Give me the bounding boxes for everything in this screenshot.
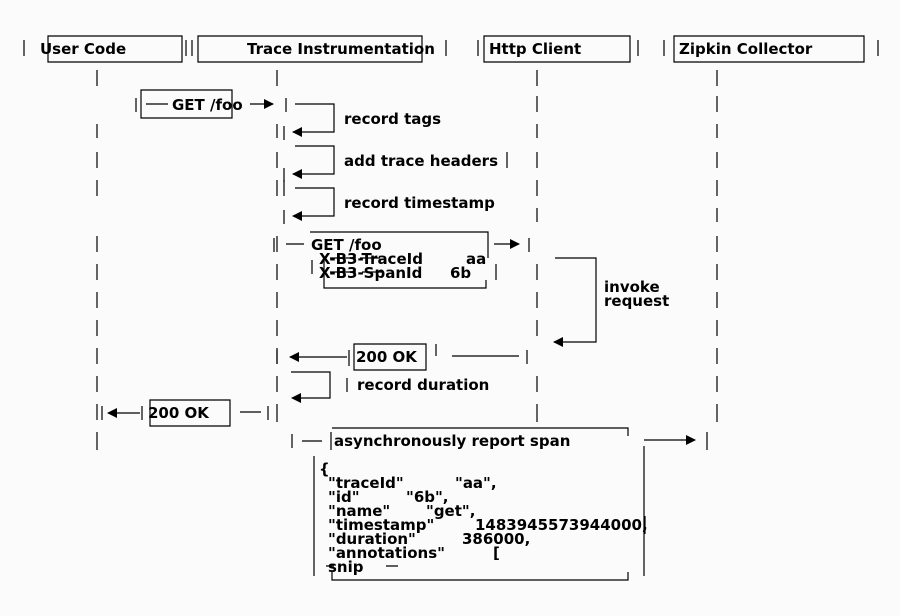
json-value: "aa", [455, 474, 497, 492]
json-key: "id" [328, 488, 360, 506]
message-label: asynchronously report span [334, 432, 570, 450]
span-json-body: { "traceId" "aa", "id" "6b", "name" "get… [319, 460, 648, 576]
participant-user-code: User Code [23, 35, 187, 63]
json-key: "name" [328, 502, 390, 520]
self-message-invoke-request: invoke request [553, 257, 669, 347]
participant-http-client: Http Client [477, 35, 639, 63]
message-label: request [604, 292, 669, 310]
message-user-response: 200 OK [101, 399, 269, 427]
participant-trace-instrumentation: Trace Instrumentation [191, 35, 447, 63]
message-outgoing-request: GET /foo X-B3-TraceId aa X-B3-SpanId 6b [273, 231, 530, 289]
json-value: 1483945573944000, [475, 516, 648, 534]
self-message-record-tags: record tags [283, 103, 441, 140]
header-value: aa [466, 250, 486, 268]
json-key: "annotations" [328, 544, 445, 562]
participant-label: Http Client [489, 40, 581, 58]
participant-label: Zipkin Collector [679, 40, 813, 58]
self-message-record-duration: record duration [291, 371, 489, 403]
message-label: invoke [604, 278, 660, 296]
self-message-add-trace-headers: add trace headers [283, 145, 508, 182]
json-value: [ [493, 544, 500, 562]
message-report-span: asynchronously report span [291, 427, 708, 581]
message-label: add trace headers [344, 152, 498, 170]
message-label: 200 OK [148, 404, 210, 422]
message-label: record tags [344, 110, 441, 128]
json-key: "traceId" [328, 474, 404, 492]
json-value: 386000, [462, 530, 530, 548]
message-http-response: 200 OK [276, 343, 528, 371]
message-user-request: GET /foo [135, 89, 287, 119]
message-label: record duration [357, 376, 489, 394]
request-line: GET /foo [311, 236, 382, 254]
json-value: "6b", [406, 488, 449, 506]
json-key: "timestamp" [328, 516, 434, 534]
self-message-record-timestamp: record timestamp [283, 180, 495, 224]
participant-label: Trace Instrumentation [247, 40, 435, 58]
json-open-brace: { [319, 460, 330, 478]
json-tail: snip [328, 558, 364, 576]
message-label: record timestamp [344, 194, 495, 212]
header-name: X-B3-TraceId [319, 250, 423, 268]
json-value: "get", [426, 502, 475, 520]
message-label: GET /foo [172, 96, 243, 114]
participant-zipkin-collector: Zipkin Collector [663, 35, 879, 63]
header-value: 6b [450, 264, 471, 282]
header-name: X-B3-SpanId [319, 264, 422, 282]
message-label: 200 OK [356, 348, 418, 366]
json-key: "duration" [328, 530, 416, 548]
participant-label: User Code [40, 40, 126, 58]
